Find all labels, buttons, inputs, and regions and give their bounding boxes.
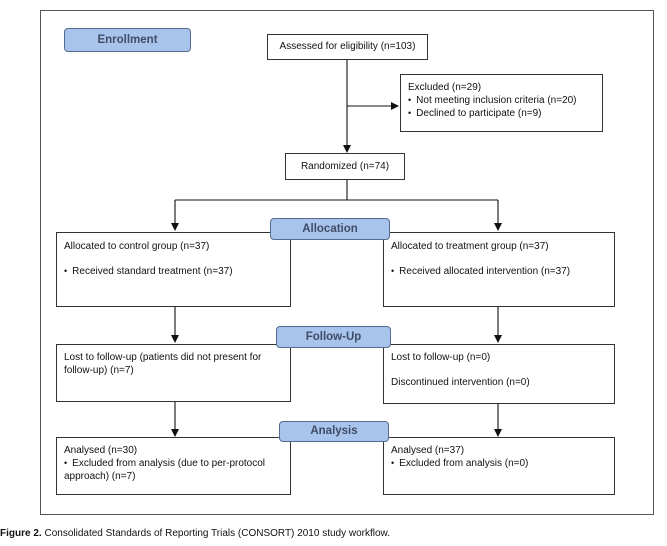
caption-label: Figure 2. [0, 528, 42, 539]
control-received-text: Received standard treatment (n=37) [64, 265, 283, 278]
treatment-received-text: Received allocated intervention (n=37) [391, 265, 607, 278]
stage-analysis: Analysis [279, 421, 389, 442]
assessed-text: Assessed for eligibility (n=103) [279, 41, 416, 52]
control-allocation-box: Allocated to control group (n=37) Receiv… [56, 232, 291, 307]
randomized-box: Randomized (n=74) [285, 153, 405, 180]
treatment-analysis-box: Analysed (n=37) Excluded from analysis (… [383, 437, 615, 495]
assessed-box: Assessed for eligibility (n=103) [267, 34, 428, 60]
treatment-allocated-text: Allocated to treatment group (n=37) [391, 241, 549, 252]
stage-followup: Follow-Up [276, 326, 391, 348]
figure-caption: Figure 2. Consolidated Standards of Repo… [0, 528, 390, 539]
excluded-title: Excluded (n=29) [408, 82, 482, 93]
treatment-analysed-text: Analysed (n=37) [391, 445, 465, 456]
control-excluded-analysis-text: Excluded from analysis (due to per-proto… [64, 457, 283, 483]
excluded-item-2: Declined to participate (n=9) [408, 107, 595, 120]
caption-text: Consolidated Standards of Reporting Tria… [44, 528, 390, 539]
randomized-text: Randomized (n=74) [300, 161, 390, 172]
stage-allocation: Allocation [270, 218, 390, 240]
control-allocated-text: Allocated to control group (n=37) [64, 241, 210, 252]
treatment-lost-text: Lost to follow-up (n=0) [391, 352, 491, 363]
control-followup-box: Lost to follow-up (patients did not pres… [56, 344, 291, 402]
control-analysed-text: Analysed (n=30) [64, 445, 138, 456]
control-lost-text: Lost to follow-up (patients did not pres… [64, 352, 262, 376]
excluded-box: Excluded (n=29) Not meeting inclusion cr… [400, 74, 603, 132]
treatment-allocation-box: Allocated to treatment group (n=37) Rece… [383, 232, 615, 307]
diagram-frame [40, 10, 654, 515]
excluded-item-1: Not meeting inclusion criteria (n=20) [408, 94, 595, 107]
stage-enrollment: Enrollment [64, 28, 191, 52]
control-analysis-box: Analysed (n=30) Excluded from analysis (… [56, 437, 291, 495]
treatment-excluded-analysis-text: Excluded from analysis (n=0) [391, 457, 607, 470]
treatment-discontinued-text: Discontinued intervention (n=0) [391, 377, 530, 388]
treatment-followup-box: Lost to follow-up (n=0) Discontinued int… [383, 344, 615, 404]
